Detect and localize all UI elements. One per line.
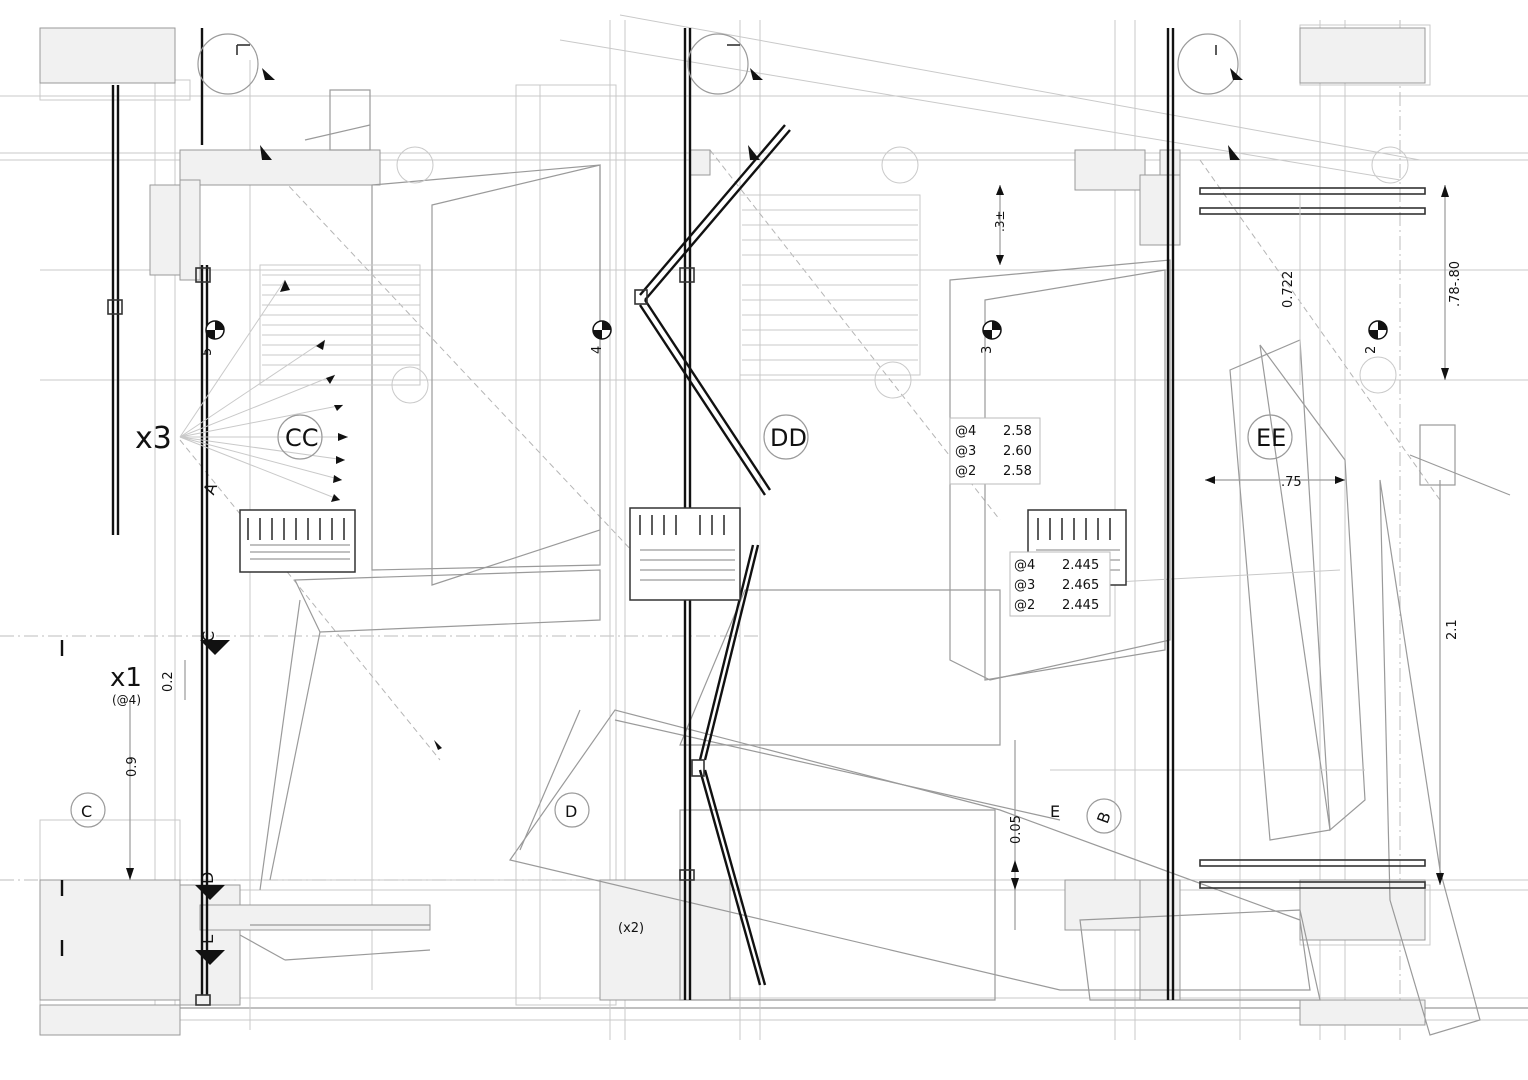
height-table-2-frame	[1009, 551, 1111, 617]
concrete-slabs	[39, 27, 1426, 1036]
height-table-1-frame	[949, 417, 1041, 485]
gridline-c-left: C	[81, 802, 92, 821]
dimension-0-9: 0.9	[125, 756, 140, 777]
table2-value-0: 2.445	[1062, 558, 1099, 573]
gridline-e-bottom: E	[198, 934, 217, 944]
level-marker-2: 2	[1364, 346, 1379, 354]
radiator-mid	[629, 507, 741, 601]
detail-circles	[197, 33, 1409, 404]
table1-level-2: @2	[955, 464, 976, 479]
level-marker-3: 3	[980, 346, 995, 354]
table1-value-2: 2.58	[1003, 464, 1032, 479]
table2-level-1: @3	[1014, 578, 1035, 593]
table1-value-1: 2.60	[1003, 444, 1032, 459]
table1-level-1: @3	[955, 444, 976, 459]
table2-level-0: @4	[1014, 558, 1035, 573]
level-targets	[205, 320, 1388, 340]
table2-level-2: @2	[1014, 598, 1035, 613]
gridline-d-center: D	[565, 802, 577, 821]
handrail-bars	[1199, 187, 1426, 889]
section-label-ee: EE	[1256, 424, 1286, 452]
dimension-0-2: 0.2	[161, 671, 176, 692]
gridline-circles	[60, 414, 1293, 965]
multiplier-x1-note: (@4)	[112, 693, 141, 707]
multiplier-x3: x3	[135, 421, 172, 456]
dimension-lines	[126, 185, 1449, 930]
table1-level-0: @4	[955, 424, 976, 439]
gridline-d-mid: D	[198, 872, 217, 884]
dimension-78-80: .78-.80	[1448, 261, 1463, 307]
radiator-units	[239, 507, 1127, 601]
gridline-e-right: E	[1050, 802, 1060, 821]
table2-value-2: 2.445	[1062, 598, 1099, 613]
section-label-dd: DD	[770, 424, 807, 452]
dimension-0-05: 0.05	[1009, 815, 1024, 844]
radiator-left	[239, 509, 356, 573]
dimension-2-1: 2.1	[1445, 619, 1460, 640]
diagonal-struts	[634, 124, 791, 986]
stair-geometry	[239, 89, 1511, 1036]
text-labels: CC DD EE x3 x1 (@4) (x2) C D E B A C D E…	[81, 210, 1463, 944]
table2-value-1: 2.465	[1062, 578, 1099, 593]
multiplier-x2: (x2)	[618, 921, 644, 936]
dimension-0-3: .3±	[993, 210, 1007, 232]
dimension-0-722: 0.722	[1281, 271, 1296, 308]
dimension-075: .75	[1281, 475, 1302, 490]
level-marker-4: 4	[590, 346, 605, 354]
x3-leader-lines	[179, 279, 442, 750]
gridline-b: B	[1093, 809, 1115, 826]
gridline-c-mid: C	[199, 631, 218, 642]
section-label-cc: CC	[285, 424, 319, 452]
multiplier-x1: x1	[110, 663, 142, 693]
level-marker-5: 5	[200, 348, 215, 356]
table1-value-0: 2.58	[1003, 424, 1032, 439]
